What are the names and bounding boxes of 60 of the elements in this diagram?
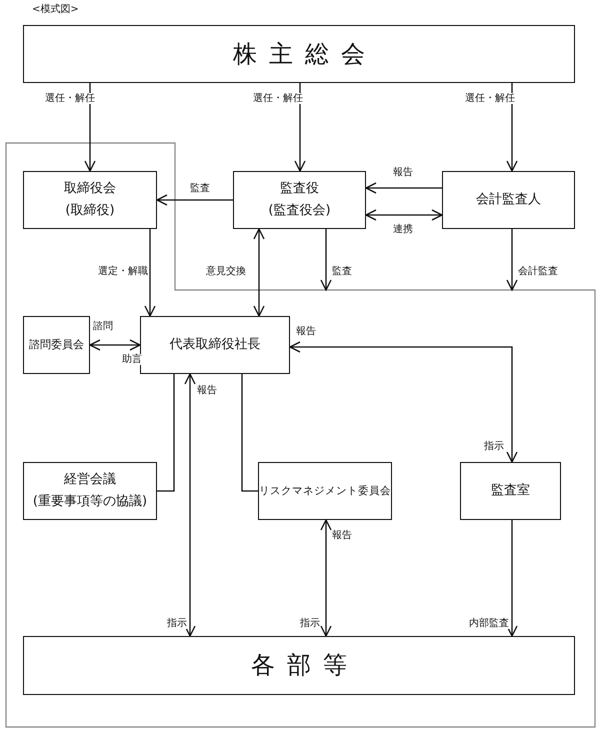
connector-line — [157, 374, 175, 492]
departments-box — [23, 636, 575, 695]
arrow — [506, 229, 518, 291]
audit-office-box — [460, 462, 561, 520]
president-box — [140, 316, 290, 374]
edge-label: 選任・解任 — [465, 93, 515, 104]
arrow — [84, 83, 96, 172]
annotation-text: 指示 — [167, 618, 187, 629]
arrow — [506, 83, 518, 172]
node-text: リスクマネジメント委員会 — [259, 484, 391, 498]
node-text: (取締役) — [65, 203, 115, 219]
annotation-text: 助言 — [122, 354, 142, 365]
edge-label: 報告 — [393, 167, 413, 178]
node-text: 経営会議 — [64, 472, 116, 488]
board-box — [23, 171, 157, 229]
arrow — [289, 341, 518, 463]
arrow — [320, 229, 332, 291]
edge-label: 報告 — [332, 530, 352, 541]
arrow — [89, 339, 141, 351]
node-text: (重要事項等の協議) — [32, 494, 148, 510]
node-text: 監査室 — [491, 483, 530, 499]
annotation-text: 指示 — [484, 441, 504, 452]
arrow — [320, 519, 332, 637]
accounting-auditor-box — [442, 171, 575, 229]
node-text: 代表取締役社長 — [170, 337, 260, 353]
committee-box — [23, 316, 90, 374]
connector-line — [241, 374, 258, 492]
council-box — [23, 462, 157, 520]
edge-label: 意見交換 — [206, 266, 246, 277]
committee-box — [258, 462, 392, 520]
edge-label: 諮問 — [93, 321, 113, 332]
node-text: (監査役会) — [268, 203, 331, 219]
arrow — [365, 182, 442, 194]
meeting-box — [23, 25, 575, 83]
auditor-box — [233, 171, 366, 229]
node-text: 諮問委員会 — [29, 338, 84, 352]
annotation-text: 指示 — [300, 618, 320, 629]
edge-label: 連携 — [393, 224, 413, 235]
edge-label: 選定・解職 — [98, 266, 148, 277]
arrow — [184, 373, 196, 637]
edge-label: 内部監査 — [469, 618, 509, 629]
arrow — [156, 194, 233, 206]
node-text: 会計監査人 — [476, 192, 541, 208]
arrow — [506, 520, 518, 637]
edge-label: 選任・解任 — [45, 93, 95, 104]
edge-label: 報告 — [296, 326, 316, 337]
figure-caption: <模式図> — [32, 4, 79, 15]
arrow — [253, 228, 265, 317]
edge-label: 会計監査 — [518, 266, 558, 277]
node-text: 株主総会 — [232, 40, 377, 68]
edge-label: 監査 — [332, 266, 352, 277]
arrow — [294, 83, 306, 172]
arrow — [365, 209, 443, 221]
node-text: 取締役会 — [64, 181, 116, 197]
node-text: 監査役 — [280, 181, 319, 197]
edge-label: 報告 — [197, 385, 217, 396]
edge-label: 監査 — [190, 183, 210, 194]
node-text: 各部等 — [250, 651, 359, 680]
arrow — [144, 229, 156, 317]
edge-label: 選任・解任 — [253, 93, 303, 104]
